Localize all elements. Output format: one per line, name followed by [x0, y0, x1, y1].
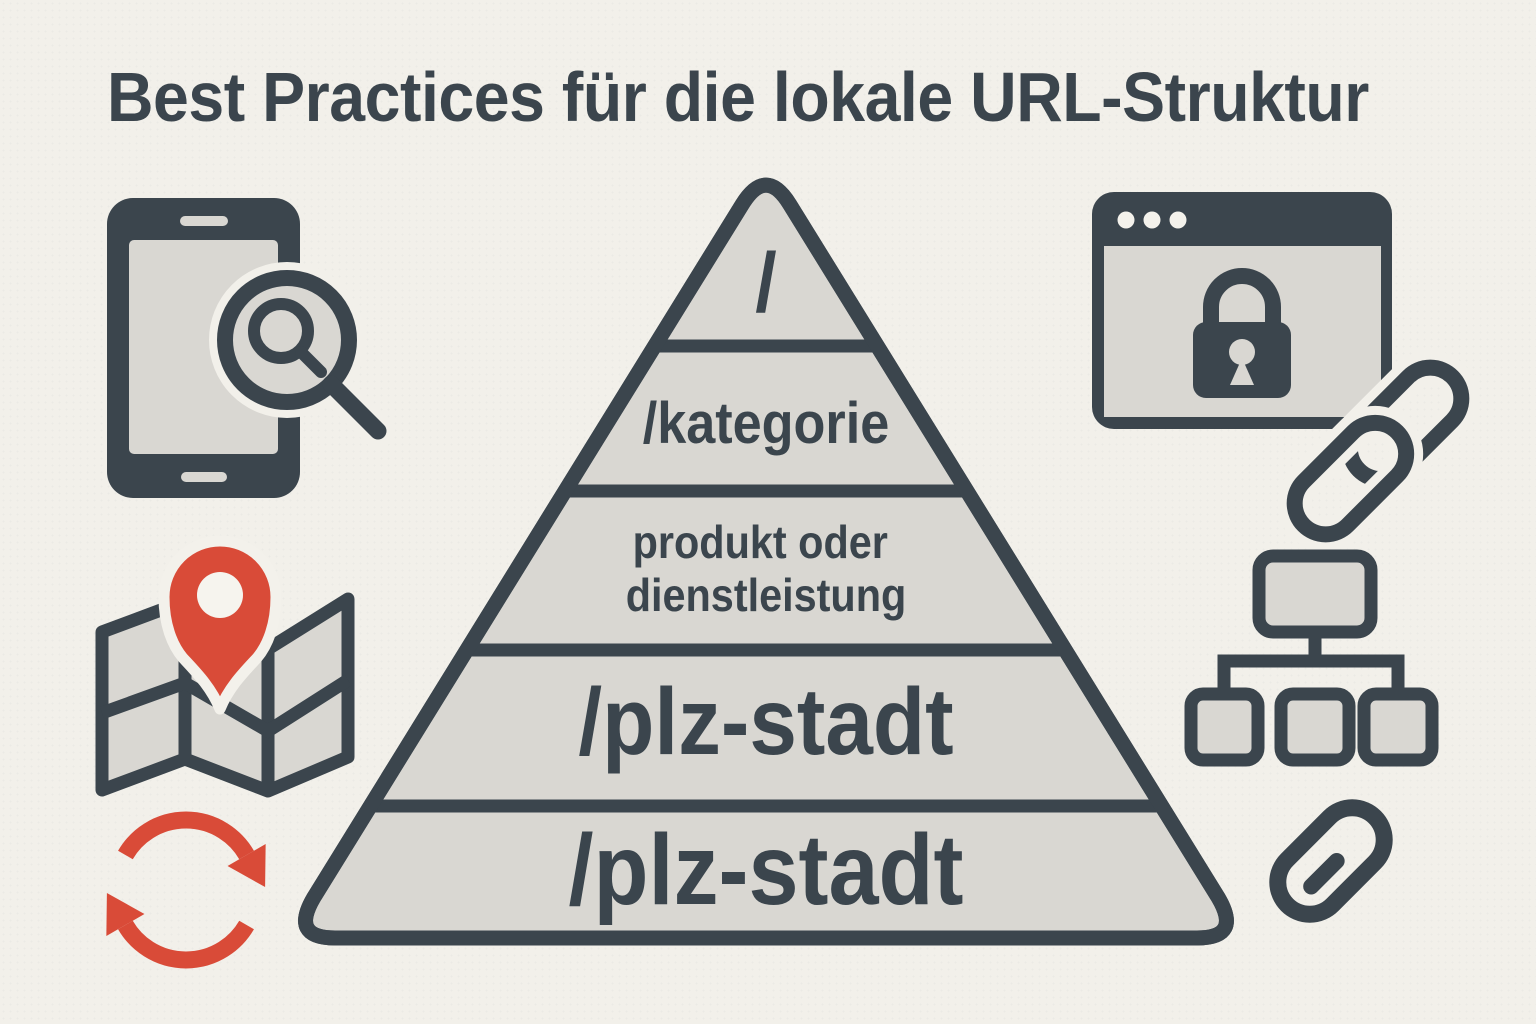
pin-hole — [197, 572, 243, 618]
location-pin — [158, 535, 282, 715]
phone-speaker — [180, 216, 228, 226]
lock-icon — [1193, 268, 1291, 398]
pyramid-level-4-label: /plz-stadt — [578, 669, 953, 775]
pyramid-level-5-label: /plz-stadt — [569, 815, 964, 926]
pyramid-dividers — [345, 339, 1190, 813]
sitemap-child-node — [1357, 687, 1439, 767]
pyramid-level-1-label: / — [755, 236, 776, 330]
map-pin-icon — [95, 535, 355, 798]
sitemap-child-node — [1274, 687, 1356, 767]
arrowhead-counter — [106, 892, 145, 936]
arrowhead-clockwise — [227, 844, 266, 888]
link-icon — [1277, 350, 1479, 552]
sitemap-connectors — [1217, 632, 1405, 694]
sitemap-child-node — [1184, 687, 1265, 767]
browser-dots — [1117, 211, 1187, 229]
url-structure-pyramid: / /kategorie produkt oder dienstleistung… — [298, 177, 1234, 946]
secure-browser-icon — [1092, 192, 1392, 429]
magnifier — [209, 262, 395, 448]
pyramid-level-3-label: produkt oder dienstleistung — [626, 517, 907, 622]
mobile-search-icon — [107, 198, 395, 498]
sitemap-icon — [1184, 549, 1439, 767]
sitemap-parent-node — [1252, 549, 1378, 639]
phone-home-button — [181, 472, 227, 482]
permalink-icon — [1269, 799, 1393, 923]
page-title: Best Practices für die lokale URL-Strukt… — [107, 58, 1369, 136]
pyramid-outline-top — [298, 177, 1234, 946]
pyramid-level-2-label: /kategorie — [643, 390, 890, 455]
refresh-icon — [106, 811, 266, 969]
